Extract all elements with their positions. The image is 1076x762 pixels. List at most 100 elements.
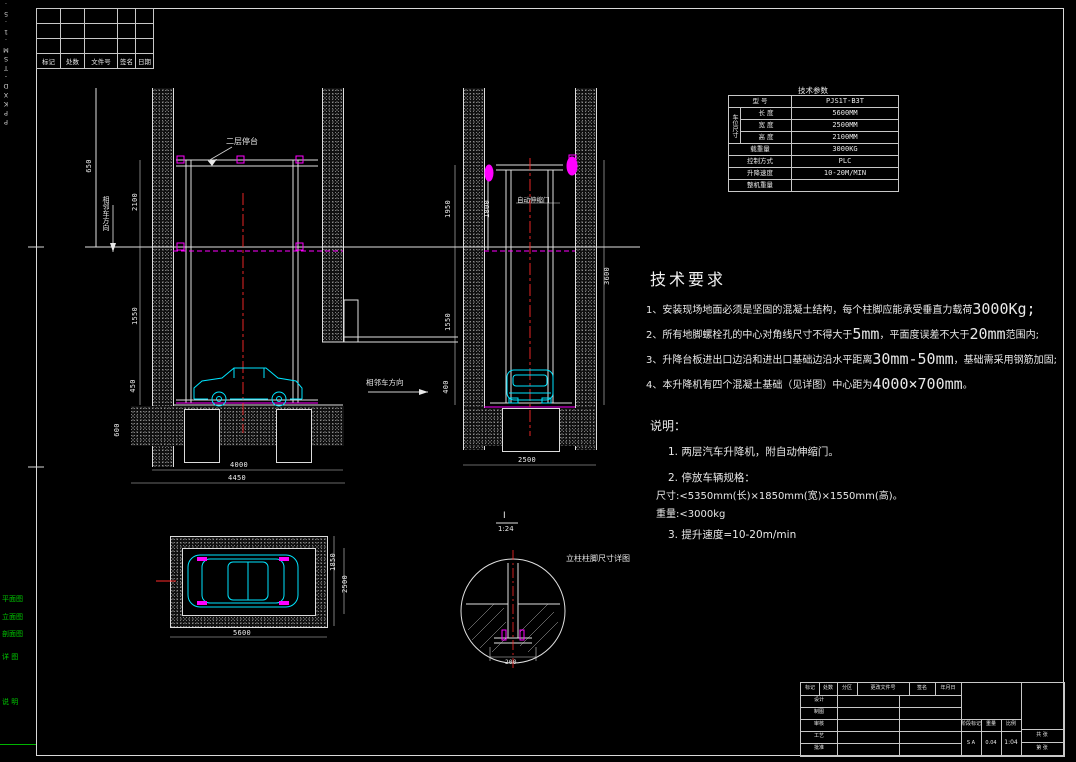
dim-label: 650 — [84, 159, 93, 173]
tb-row-label: 审核 — [801, 719, 838, 732]
plan-view-drawing — [156, 536, 345, 638]
dim-label: 1550 — [131, 306, 140, 326]
tech-req-item-1: 1、安装现场地面必须是坚固的混凝土结构，每个柱脚应能承受垂直力载荷3000Kg; — [646, 300, 1036, 318]
detail-section-mark: I — [503, 511, 506, 521]
spec-label: 宽 度 — [740, 119, 792, 132]
tb-sheet-no: 第 张 — [1021, 742, 1064, 756]
detail-title: 立柱柱脚尺寸详图 — [566, 554, 630, 563]
tb-header: 年月日 — [935, 683, 962, 696]
arrow-down — [110, 243, 116, 252]
spec-value: PLC — [791, 155, 899, 168]
margin-layer-item: 剖面图 — [2, 630, 23, 638]
front-view-markers — [173, 155, 343, 404]
tb-header: 分区 — [837, 683, 858, 696]
plan-dim-lines — [170, 536, 345, 638]
spec-label: 型 号 — [728, 95, 792, 108]
concrete-hatch — [467, 603, 559, 653]
side-view-right-wall — [575, 88, 597, 450]
tb-row-label: 批准 — [801, 743, 838, 756]
auto-door-label: 自动伸缩门 — [517, 196, 550, 204]
frame-ticks — [28, 246, 44, 468]
tb-weight-label: 重量 — [981, 719, 1002, 732]
rev-header-count: 处数 — [60, 53, 85, 69]
tb-header: 处数 — [819, 683, 838, 696]
tech-req-title: 技术要求 — [650, 270, 727, 289]
spec-label: 长 度 — [740, 107, 792, 120]
detail-scale: 1:24 — [498, 525, 514, 533]
side-view-structure — [455, 164, 640, 404]
dim-label: 2500 — [518, 456, 537, 464]
margin-layer-item: 说 明 — [2, 698, 19, 706]
drawing-frame — [36, 8, 1064, 756]
dim-label: 1950 — [444, 199, 453, 219]
dim-label: 3600 — [603, 266, 612, 286]
spec-table: 型 号 PJS1T-B3T 车位尺寸 长 度 5600MM 宽 度 2500MM… — [728, 95, 899, 192]
tb-right-cell — [1021, 683, 1064, 730]
dim-label: 400 — [441, 380, 450, 394]
dim-label: 1550 — [444, 312, 453, 332]
title-block: 标记 处数 分区 更改文件号 签名 年月日 设计 制图 审核 工艺 批准 阶段标… — [800, 682, 1065, 757]
tb-row-label: 工艺 — [801, 731, 838, 744]
anchor-bolts — [501, 629, 525, 641]
tb-stage-value: S A — [961, 731, 982, 756]
note-item-2a: 尺寸:<5350mm(长)×1850mm(宽)×1550mm(高)。 — [656, 491, 903, 502]
dim-label: 4000 — [230, 461, 249, 469]
car-front-view — [506, 369, 554, 404]
tb-row-label: 制图 — [801, 707, 838, 720]
tb-row-label: 设计 — [801, 695, 838, 708]
second-floor-platform-label: 二层停台 — [226, 137, 258, 146]
spec-group-label: 车位尺寸 — [728, 107, 741, 144]
tb-scale-value: 1:04 — [1001, 731, 1022, 756]
front-foundation-pit-right — [276, 409, 312, 463]
side-foundation-pit — [502, 408, 560, 452]
dim-label: 200 — [505, 659, 517, 666]
tb-drawing-number-cell — [961, 683, 1022, 720]
dim-label: 1800 — [483, 199, 492, 219]
detail-dim-lines — [489, 647, 537, 661]
rev-header-date: 日期 — [135, 53, 154, 69]
tb-scale-label: 比例 — [1001, 719, 1022, 732]
spec-table-title: 技术参数 — [798, 86, 828, 95]
note-item-2b: 重量:<3000kg — [656, 509, 726, 520]
dim-label: 4450 — [228, 474, 247, 482]
spec-value: 10-20M/MIN — [791, 167, 899, 180]
spec-label: 整机重量 — [728, 179, 792, 192]
car-top-view — [187, 554, 299, 608]
tb-stage-label: 阶段标记 — [961, 719, 982, 732]
front-foundation-pit-left — [184, 409, 220, 463]
dim-label: 600 — [112, 423, 121, 437]
dim-label: 2100 — [131, 192, 140, 212]
adjacent-car-direction-left: 相邻车方向 — [102, 196, 110, 231]
dim-label: 2500 — [341, 574, 350, 594]
spec-label: 升降速度 — [728, 167, 792, 180]
spec-value: 2100MM — [791, 131, 899, 144]
note-item-3: 3. 提升速度=10-20m/min — [668, 529, 797, 541]
plan-wheel-markers — [197, 557, 289, 605]
front-view-left-wall — [152, 88, 174, 467]
tech-req-item-2: 2、所有地脚螺栓孔的中心对角线尺寸不得大于5mm，平面度误差不大于20mm范围内… — [646, 325, 1039, 343]
tb-sheet-total: 共 张 — [1021, 729, 1064, 743]
dim-label: 5600 — [233, 629, 252, 637]
leader-arrow — [208, 159, 217, 166]
side-view-left-wall — [463, 88, 485, 450]
spec-value — [791, 179, 899, 192]
tb-header: 标记 — [801, 683, 820, 696]
margin-green-line — [0, 744, 36, 745]
spec-label: 高 度 — [740, 131, 792, 144]
spec-value: PJS1T-B3T — [791, 95, 899, 108]
arrow-right — [419, 389, 428, 395]
tb-header: 签名 — [909, 683, 936, 696]
margin-layer-item: 详 图 — [2, 653, 19, 661]
notes-title: 说明： — [650, 419, 687, 433]
spec-value: 2500MM — [791, 119, 899, 132]
spec-label: 载重量 — [728, 143, 792, 156]
front-view-structure — [85, 88, 458, 406]
adjacent-car-direction-right: 相邻车方向 — [366, 378, 404, 387]
tech-req-item-3: 3、升降台板进出口边沿和进出口基础边沿水平距离30mm-50mm，基础需采用钢筋… — [646, 350, 1058, 368]
spec-value: 3000KG — [791, 143, 899, 156]
detail-view-drawing — [460, 522, 566, 668]
side-view-dim-lines — [454, 160, 605, 466]
margin-layer-item: 立面图 — [2, 613, 23, 621]
